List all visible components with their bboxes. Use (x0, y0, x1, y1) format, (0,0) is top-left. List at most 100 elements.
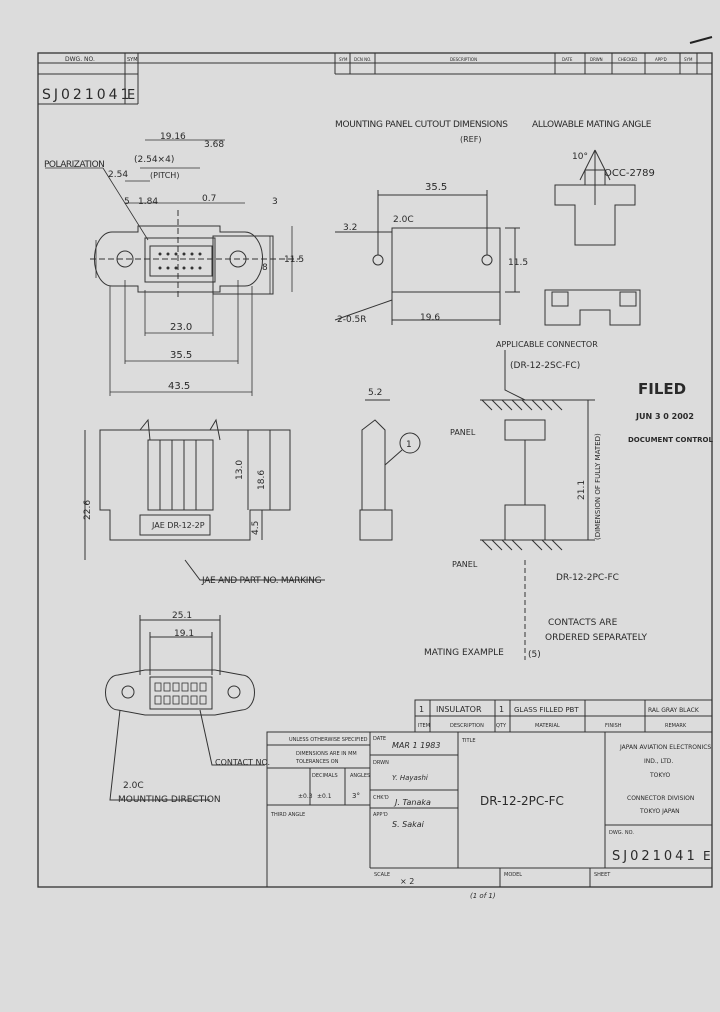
rev-col-description: DESCRIPTION (450, 57, 477, 62)
panel-label-upper: PANEL (450, 428, 476, 437)
dim-5-2: 5.2 (368, 388, 382, 398)
parts-row1-material: GLASS FILLED PBT (514, 706, 579, 714)
dim-2-54: 2.54 (108, 170, 128, 180)
tb-bottom-label: (1 of 1) (470, 892, 496, 900)
tb-dwg-rev: E (703, 849, 711, 863)
tb-drawn-label: DRWN (373, 760, 389, 766)
mating-angle-title: ALLOWABLE MATING ANGLE (532, 120, 652, 130)
tb-company-2: IND., LTD. (644, 758, 673, 765)
front-view-dim-lines (45, 139, 293, 396)
tb-appd-sig: S. Sakai (392, 820, 425, 829)
tb-company-3: TOKYO (649, 772, 670, 779)
dim-1-84: 1.84 (138, 197, 158, 207)
tb-scale-label: SCALE (374, 872, 390, 878)
rev-col-appd: APP'D (655, 57, 667, 62)
dim-11-5-panel: 11.5 (508, 258, 528, 268)
dim-22-6: 22.6 (83, 500, 93, 520)
dim-19-6: 19.6 (420, 313, 440, 323)
dim-3-68: 3.68 (204, 140, 224, 150)
contacts-line-2: ORDERED SEPARATELY (545, 633, 647, 643)
top-view-contacts (154, 682, 207, 705)
dim-18-6: 18.6 (257, 470, 267, 490)
tb-date: MAR 1 1983 (392, 741, 440, 750)
tb-decimals-label: DECIMALS (312, 773, 338, 779)
mounting-direction-b: MOUNTING DIRECTION (118, 795, 221, 805)
balloon-item-1: 1 (406, 440, 412, 450)
mating-dim-vertical: (DIMENSION OF FULLY MATED) (594, 433, 602, 540)
dim-21-1: 21.1 (577, 480, 587, 500)
rev-col-sym2: SYM (684, 57, 693, 62)
tb-chk-label: CHK'D (373, 795, 389, 801)
tb-company-1: JAPAN AVIATION ELECTRONICS (619, 744, 711, 751)
connector-side-view (84, 418, 291, 560)
header-sym-label: SYM (127, 57, 138, 63)
tb-tolerances: TOLERANCES ON (295, 759, 339, 765)
rev-col-sym: SYM (339, 57, 348, 62)
mounting-direction-a: 2.0C (123, 781, 144, 791)
parts-row1-desc: INSULATOR (436, 705, 482, 714)
tb-chk-sig: J. Tanaka (393, 798, 431, 807)
filed-date: JUN 3 0 2002 (635, 412, 694, 421)
header-dwg-no-label: DWG. NO. (65, 56, 95, 63)
dim-10-deg: 10° (572, 152, 588, 162)
dim-pitch: (PITCH) (150, 171, 179, 180)
tb-scale-value: × 2 (400, 877, 414, 886)
applicable-connector-pn: (DR-12-2SC-FC) (510, 361, 580, 371)
mating-example-drawing (480, 350, 595, 660)
tb-dims-in-mm: DIMENSIONS ARE IN MM (296, 751, 357, 757)
applicable-connector: APPLICABLE CONNECTOR (496, 340, 598, 349)
dim-13-0: 13.0 (235, 460, 245, 480)
tb-drawn-sig: Y. Hayashi (392, 774, 428, 782)
dim-5: 5 (124, 197, 130, 207)
mating-example-label: MATING EXAMPLE (424, 648, 504, 658)
contacts-line-1: CONTACTS ARE (548, 618, 618, 628)
tb-sheet-label: SHEET (594, 872, 611, 878)
tb-title-label: TITLE (461, 738, 476, 744)
dim-11-5: 11.5 (284, 255, 304, 265)
polarization-label: POLARIZATION (44, 160, 104, 170)
parts-hdr-qty: QTY (496, 723, 507, 729)
front-view-pins (158, 252, 202, 270)
tb-angles-label: ANGLES (350, 773, 370, 779)
dim-8: 8 (262, 263, 268, 273)
dim-2-0c-panel: 2.0C (393, 215, 414, 225)
rev-col-dcn: DCN NO. (354, 57, 371, 62)
panel-cutout-drawing (334, 190, 520, 325)
dim-19-16: 19.16 (160, 132, 186, 142)
parts-hdr-finish: FINISH (605, 723, 622, 729)
panel-cutout-title: MOUNTING PANEL CUTOUT DIMENSIONS (335, 120, 508, 130)
tb-third-angle: THIRD ANGLE (270, 812, 305, 818)
tb-title: DR-12-2PC-FC (480, 794, 564, 808)
parts-row1-remark: RAL GRAY BLACK (648, 707, 700, 714)
product-pn-short: DR-12-2PC-FC (556, 573, 619, 583)
dim-35-5: 35.5 (170, 350, 192, 361)
dim-2-54x4: (2.54×4) (134, 155, 174, 165)
filed-title: FILED (638, 380, 686, 398)
panel-label-lower: PANEL (452, 560, 478, 569)
tb-unless-specified: UNLESS OTHERWISE SPECIFIED (289, 737, 368, 743)
header-drawing-number: SJ021041 (42, 87, 132, 103)
parts-hdr-item: ITEM (418, 723, 430, 729)
title-block (266, 731, 713, 888)
tb-dwg-no: SJ021041 (612, 849, 698, 864)
revision-table: SYM DCN NO. DESCRIPTION DATE DRWN CHECKE… (334, 53, 712, 75)
rev-col-date: DATE (562, 57, 573, 62)
panel-cutout-ref: (REF) (460, 135, 481, 144)
rev-col-checked: CHECKED (618, 57, 637, 62)
parts-row1-qty: 1 (499, 705, 504, 714)
tb-company-5: TOKYO JAPAN (639, 808, 680, 815)
tb-company-4: CONNECTOR DIVISION (627, 795, 694, 802)
dim-2-0-5r: 2-0.5R (337, 315, 367, 325)
dim-35-5-panel: 35.5 (425, 182, 447, 193)
tb-model-label: MODEL (504, 872, 522, 878)
header-drawing-number-block: DWG. NO. SYM SJ021041 E (38, 53, 712, 105)
connector-front-view (90, 210, 300, 300)
tb-tol-1: ±0.3 (298, 793, 313, 800)
parts-row1-item: 1 (419, 705, 424, 714)
parts-hdr-material: MATERIAL (535, 723, 560, 729)
dim-43-5: 43.5 (168, 381, 190, 392)
rev-col-drwn: DRWN (590, 57, 603, 62)
dim-4-5: 4.5 (251, 521, 261, 535)
dim-0-7: 0.7 (202, 194, 216, 204)
